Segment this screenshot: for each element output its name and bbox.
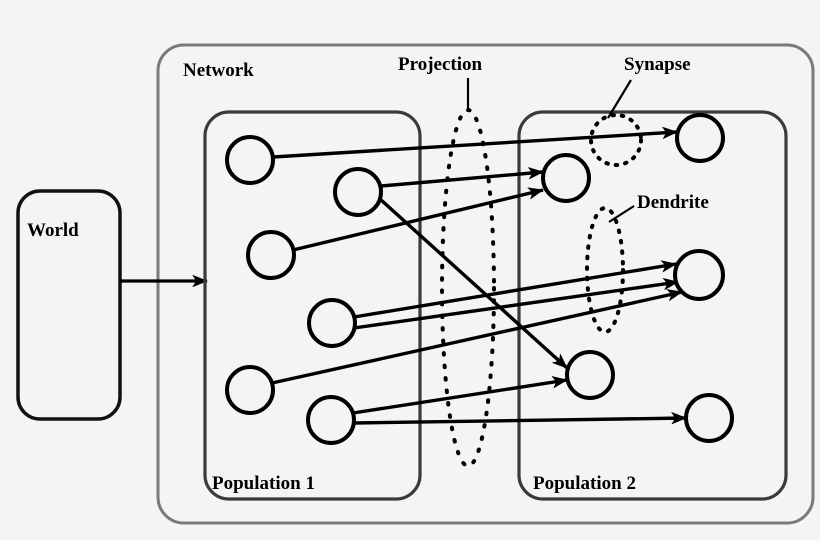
connection-p1n6-p2n4 [352,380,567,415]
population-1-label: Population 1 [212,473,315,494]
neuron-p2-n2[interactable] [541,153,591,203]
population-2-neurons [541,113,734,443]
synapse-circle[interactable] [589,113,643,167]
dendrite-label: Dendrite [637,192,709,213]
world-box-outline[interactable] [16,189,122,421]
neuron-p2-n4[interactable] [565,350,615,400]
neuron-p2-n1[interactable] [675,113,725,163]
connection-p1n2-p2n4 [378,197,569,370]
population-2-label: Population 2 [533,473,636,494]
neuron-p1-n6[interactable] [306,395,356,445]
world-label: World [27,220,79,241]
neuron-p1-n3[interactable] [246,230,296,280]
connection-p1n2-p2n2 [380,172,543,188]
neuron-p2-n3[interactable] [673,249,725,301]
dendrite-group[interactable]: Dendrite [585,192,709,334]
network-container-outline [156,43,815,525]
connection-p1n4-p2n3-b [353,282,678,330]
network-container: Network [156,43,815,525]
world-box[interactable]: World [16,189,122,421]
connection-p1n5-p2n3 [271,292,682,385]
dendrite-ellipse[interactable] [585,206,625,334]
connection-p1n3-p2n2 [292,190,543,252]
synapse-leader-line [607,79,632,119]
network-label: Network [183,60,254,81]
neuron-p1-n2[interactable] [333,167,383,217]
neuron-p1-n4[interactable] [307,298,357,348]
connection-p1n6-p2n5 [353,418,686,425]
neuron-p1-n5[interactable] [225,365,275,415]
synapse-label: Synapse [624,54,691,75]
connection-p1n1-p2n1 [272,132,677,159]
connection-lines [271,132,686,425]
population-1-neurons [225,135,383,445]
neuron-p2-n5[interactable] [684,393,734,443]
projection-group[interactable]: Projection [398,54,496,468]
dendrite-leader-line [608,205,635,223]
neuron-p1-n1[interactable] [225,135,275,185]
synapse-group[interactable]: Synapse [589,54,691,167]
projection-label: Projection [398,54,482,75]
